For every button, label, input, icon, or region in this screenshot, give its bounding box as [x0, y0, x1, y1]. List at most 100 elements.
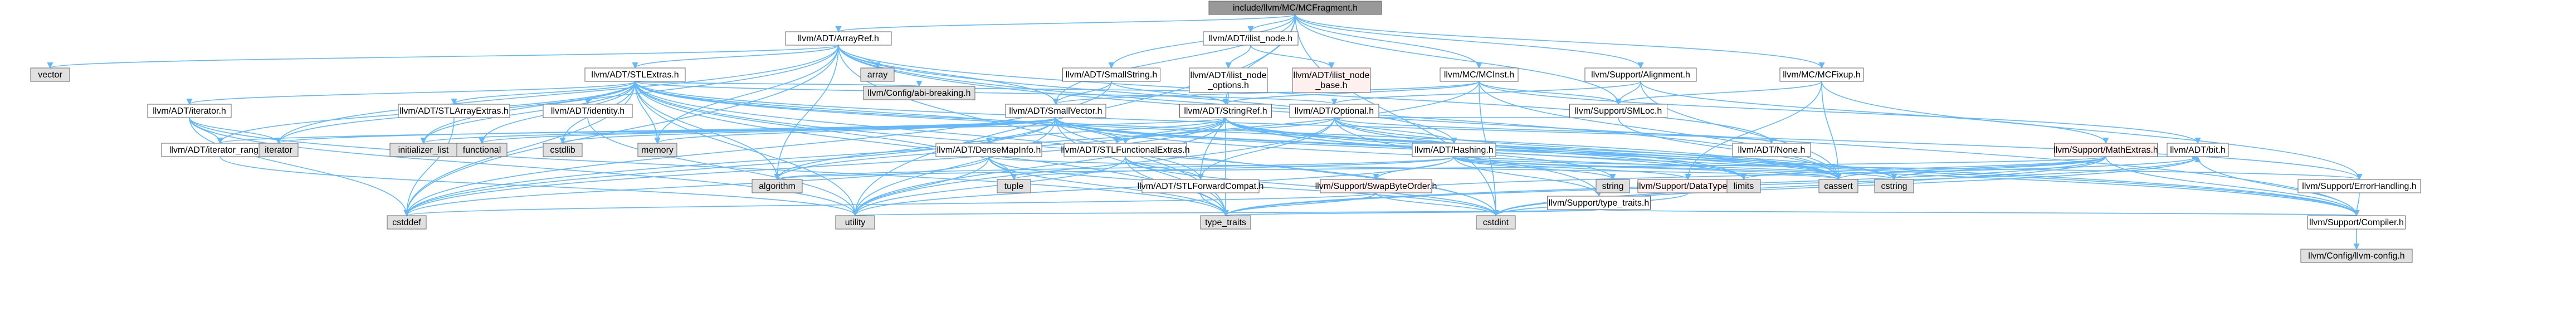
node-initializer-list[interactable]: initializer_list — [389, 143, 457, 157]
node-box — [2307, 215, 2406, 230]
node-box — [860, 67, 895, 82]
node-type-traits[interactable]: type_traits — [1200, 215, 1251, 230]
node-mcinst[interactable]: llvm/MC/MCInst.h — [1440, 67, 1519, 82]
node-label: llvm/ADT/identity.h — [551, 106, 625, 116]
node-box — [387, 215, 427, 230]
edge-optional-to-utility — [852, 117, 1335, 217]
node-cstdint[interactable]: cstdint — [1476, 215, 1516, 230]
node-box — [1818, 179, 1858, 193]
node-box — [1584, 67, 1697, 82]
edge-arrayref-to-vector — [47, 45, 839, 69]
node-box — [1141, 179, 1260, 193]
node-label: llvm/ADT/ilist_node — [1294, 71, 1370, 80]
node-tuple[interactable]: tuple — [997, 179, 1031, 193]
edge-smallvector-to-cstdlib — [559, 117, 1056, 144]
edge-mcinst-to-smloc — [1479, 81, 1622, 105]
node-smallvector[interactable]: llvm/ADT/SmallVector.h — [1005, 104, 1106, 118]
edge-stlextras-to-utility — [635, 81, 858, 217]
edge-mcfragment-to-alignment — [1295, 14, 1644, 69]
node-mathextras[interactable]: llvm/Support/MathExtras.h — [2053, 143, 2158, 157]
edge-stlextras-to-initializer_list — [420, 81, 636, 144]
node-cstdlib[interactable]: cstdlib — [543, 143, 583, 157]
node-box — [637, 143, 677, 157]
node-iterator-std[interactable]: iterator — [258, 143, 299, 157]
edge-mathextras-to-algorithm — [774, 156, 2106, 181]
node-errorhandling[interactable]: llvm/Support/ErrorHandling.h — [2297, 179, 2421, 193]
edge-stlextras-to-memory — [635, 81, 661, 144]
node-identity[interactable]: llvm/ADT/identity.h — [543, 104, 633, 118]
node-box — [584, 67, 686, 82]
node-array[interactable]: array — [860, 67, 895, 82]
node-stringref[interactable]: llvm/ADT/StringRef.h — [1179, 104, 1272, 118]
node-densemapinfo[interactable]: llvm/ADT/DenseMapInfo.h — [935, 143, 1042, 157]
node-label: iterator — [265, 145, 292, 155]
node-label: llvm/MC/MCFixup.h — [1783, 70, 1861, 80]
node-box — [543, 143, 583, 157]
dependency-edges — [47, 14, 2363, 250]
node-none[interactable]: llvm/ADT/None.h — [1732, 143, 1811, 157]
edge-mcinst-to-bit — [1479, 81, 2201, 144]
edge-stlfunctionalextras-to-utility — [852, 156, 1126, 217]
node-swapbyteorder[interactable]: llvm/Support/SwapByteOrder.h — [1315, 179, 1437, 193]
node-ilist-node-options[interactable]: llvm/ADT/ilist_node_options.h — [1189, 67, 1268, 93]
node-arrayref[interactable]: llvm/ADT/ArrayRef.h — [785, 31, 892, 46]
node-label: include/llvm/MC/MCFragment.h — [1233, 3, 1358, 13]
edge-optional-to-cassert — [1334, 117, 1842, 181]
node-cstring[interactable]: cstring — [1874, 179, 1914, 193]
edge-mathextras-to-cassert — [1835, 156, 2106, 181]
edge-stlextras-to-iterator — [186, 81, 636, 105]
node-stlforwardcompat[interactable]: llvm/ADT/STLForwardCompat.h — [1138, 179, 1264, 193]
edge-alignment-to-mathextras — [1640, 81, 2109, 144]
node-box — [997, 179, 1031, 193]
node-box — [1062, 67, 1160, 82]
node-functional[interactable]: functional — [456, 143, 508, 157]
node-label: _base.h — [1315, 81, 1348, 90]
edge-hashing-to-cstring — [1453, 156, 1897, 181]
edge-arrayref-to-cstddef — [403, 45, 839, 217]
node-hashing[interactable]: llvm/ADT/Hashing.h — [1412, 143, 1496, 157]
node-typetraits-h[interactable]: llvm/Support/type_traits.h — [1547, 196, 1651, 210]
node-mcfragment[interactable]: include/llvm/MC/MCFragment.h — [1208, 1, 1382, 15]
node-datatypes[interactable]: llvm/Support/DataTypes.h — [1637, 179, 1739, 193]
node-alignment[interactable]: llvm/Support/Alignment.h — [1584, 67, 1697, 82]
node-box — [2297, 179, 2421, 193]
node-memory[interactable]: memory — [637, 143, 677, 157]
edge-mcfixup-to-smloc — [1615, 81, 1822, 105]
node-cassert[interactable]: cassert — [1818, 179, 1858, 193]
node-string[interactable]: string — [1596, 179, 1630, 193]
node-label: llvm/Support/DataTypes.h — [1637, 182, 1739, 191]
node-ilist-node[interactable]: llvm/ADT/ilist_node.h — [1203, 31, 1299, 46]
node-box — [1779, 67, 1864, 82]
node-label: llvm/Support/type_traits.h — [1549, 198, 1650, 208]
node-limits[interactable]: limits — [1726, 179, 1761, 193]
edge-optional-to-none — [1334, 117, 1775, 144]
node-iterator[interactable]: llvm/ADT/iterator.h — [147, 104, 232, 118]
node-ilist-node-base[interactable]: llvm/ADT/ilist_node_base.h — [1292, 67, 1371, 93]
node-box — [456, 143, 508, 157]
node-box — [2054, 143, 2158, 157]
edge-typetraits_h-to-compiler — [1598, 209, 2359, 217]
node-bit[interactable]: llvm/ADT/bit.h — [2167, 143, 2229, 157]
node-stlfunctionalextras[interactable]: llvm/ADT/STLFunctionalExtras.h — [1061, 143, 1190, 157]
node-utility[interactable]: utility — [835, 215, 875, 230]
edge-stlextras-to-errorhandling — [635, 81, 2363, 181]
edge-ilist_node-to-ilist_node_base — [1250, 45, 1335, 69]
edge-iterator-to-iterator_std — [189, 117, 282, 144]
node-algorithm[interactable]: algorithm — [752, 179, 803, 193]
node-cstddef[interactable]: cstddef — [387, 215, 427, 230]
node-label: llvm/ADT/bit.h — [2170, 145, 2226, 155]
node-mcfixup[interactable]: llvm/MC/MCFixup.h — [1779, 67, 1864, 82]
node-compiler[interactable]: llvm/Support/Compiler.h — [2307, 215, 2406, 230]
edge-mathextras-to-compiler — [2105, 156, 2360, 217]
node-label: utility — [845, 218, 865, 227]
node-optional[interactable]: llvm/ADT/Optional.h — [1289, 104, 1379, 118]
node-smallstring[interactable]: llvm/ADT/SmallString.h — [1062, 67, 1160, 82]
node-smloc[interactable]: llvm/Support/SMLoc.h — [1569, 104, 1667, 118]
node-stlextras[interactable]: llvm/ADT/STLExtras.h — [584, 67, 686, 82]
node-abibreaking[interactable]: llvm/Config/abi-breaking.h — [863, 86, 975, 100]
node-llvm-config[interactable]: llvm/Config/llvm-config.h — [2300, 249, 2413, 263]
node-stlarrayextras[interactable]: llvm/ADT/STLArrayExtras.h — [398, 104, 510, 118]
node-vector[interactable]: vector — [30, 67, 70, 82]
edge-mcfixup-to-errorhandling — [1821, 81, 2363, 181]
dependency-nodes: include/llvm/MC/MCFragment.h llvm/ADT/Arr… — [30, 1, 2421, 263]
